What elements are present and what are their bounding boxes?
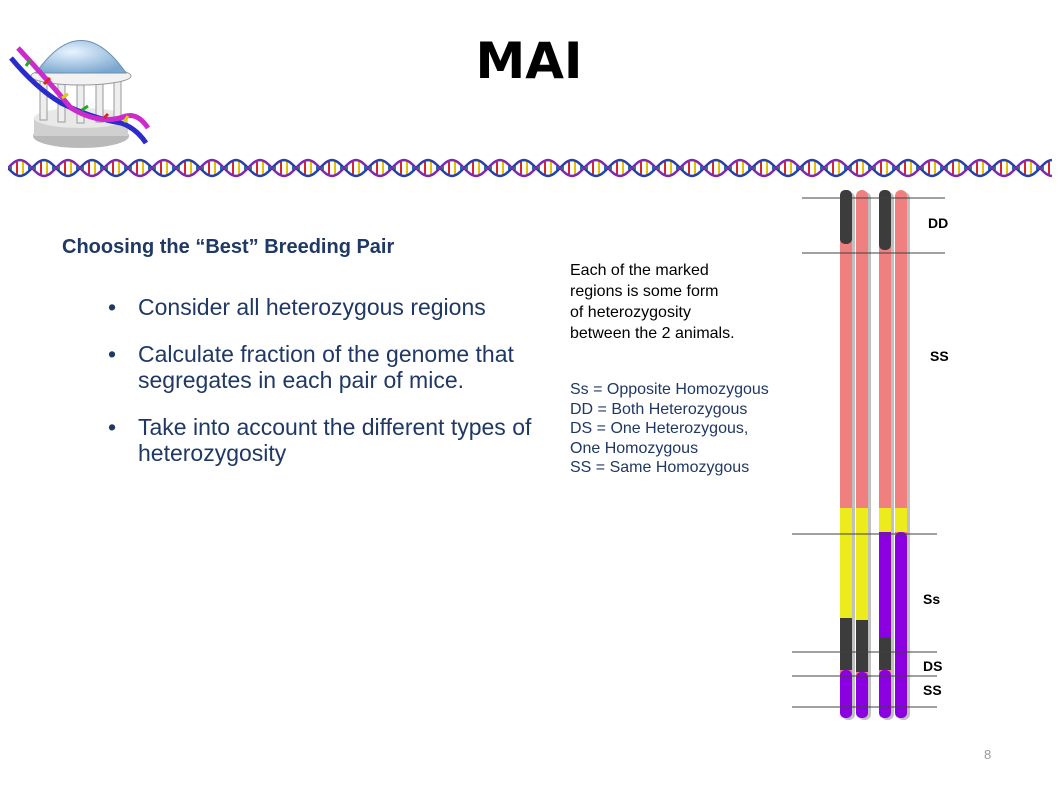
legend-entry-opposite-homozygous: Ss = Opposite Homozygous — [570, 381, 769, 398]
page-number: 8 — [984, 747, 992, 762]
region-boundary-lines — [792, 197, 945, 708]
region-label-ds: DS — [923, 658, 942, 674]
legend-entry-one-heterozygous: DS = One Heterozygous, — [570, 420, 749, 437]
chromosome-segments — [840, 190, 907, 718]
old-well-dna-logo-icon — [9, 40, 151, 148]
legend-entry-same-homozygous: SS = Same Homozygous — [570, 459, 750, 476]
bullet-item: •Consider all heterozygous regions — [108, 294, 486, 320]
chromosome-diagram: DD SS Ss DS SS — [792, 190, 949, 720]
bullet-dot-icon: • — [108, 294, 117, 320]
explanation-text: Each of the marked regions is some form … — [570, 262, 735, 342]
legend-entry-both-heterozygous: DD = Both Heterozygous — [570, 400, 748, 418]
dna-helix-strip-icon — [8, 158, 1052, 178]
region-label-dd: DD — [928, 215, 948, 231]
bullet-item: •Take into account the different types o… — [108, 414, 532, 466]
bullet-dot-icon: • — [108, 341, 117, 367]
slide-title: MAI — [475, 32, 583, 90]
bullet-list: •Consider all heterozygous regions •Calc… — [108, 294, 548, 487]
content-heading: Choosing the “Best” Breeding Pair — [62, 236, 395, 258]
legend: Ss = Opposite Homozygous DD = Both Heter… — [570, 380, 769, 478]
region-label-ss-upper: SS — [930, 348, 949, 364]
bullet-item: •Calculate fraction of the genome that s… — [108, 341, 514, 393]
legend-entry-one-homozygous: One Homozygous — [570, 439, 699, 457]
bullet-dot-icon: • — [108, 414, 117, 440]
region-label-opposite: Ss — [923, 591, 940, 607]
region-label-ss-lower: SS — [923, 682, 942, 698]
